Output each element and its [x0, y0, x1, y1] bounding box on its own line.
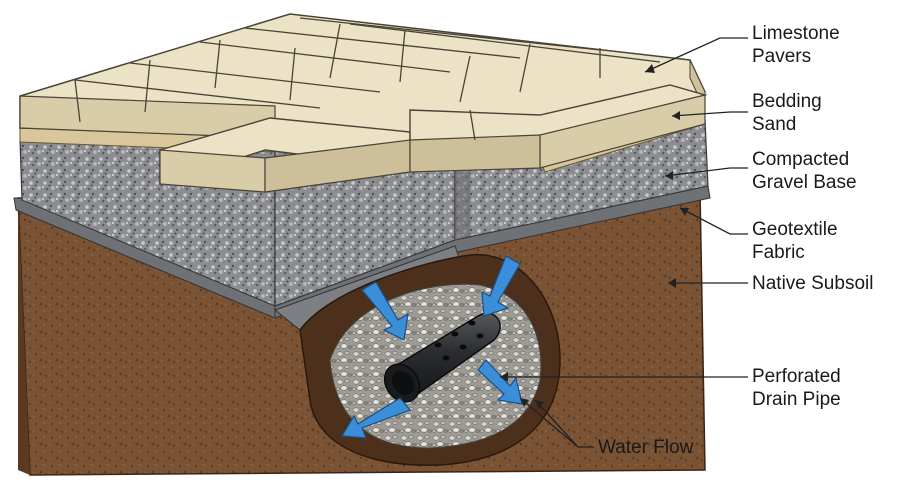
leader-lines — [500, 37, 748, 448]
label-compacted-gravel-base: Compacted Gravel Base — [752, 148, 857, 194]
label-water-flow: Water Flow — [598, 436, 693, 459]
leader-arrowhead — [665, 171, 673, 180]
leader-arrowhead — [500, 372, 508, 382]
leader-arrowhead — [520, 398, 529, 407]
label-compacted-gravel-base-line1: Compacted — [752, 149, 850, 170]
water-arrow-bottom-right — [477, 359, 523, 405]
label-water-flow-line1: Water Flow — [598, 437, 694, 458]
label-perforated-drain-pipe-line2: Drain Pipe — [752, 389, 841, 410]
label-geotextile-fabric-line2: Fabric — [752, 242, 805, 263]
leader-arrowhead — [535, 400, 544, 409]
leader-arrowhead — [645, 64, 655, 73]
leader-limestone-pavers — [644, 37, 748, 73]
label-native-subsoil-line1: Native Subsoil — [752, 273, 874, 294]
label-native-subsoil: Native Subsoil — [752, 272, 873, 295]
label-compacted-gravel-base-line2: Gravel Base — [752, 172, 857, 193]
water-arrow-top-left — [361, 281, 409, 341]
leader-arrowhead — [680, 208, 689, 216]
limestone-pavers-layer — [19, 13, 708, 193]
water-flow-arrows — [340, 255, 523, 439]
water-arrow-bottom-left — [340, 397, 412, 439]
leader-water-flow-b — [534, 399, 579, 448]
label-bedding-sand: Bedding Sand — [752, 90, 822, 136]
label-perforated-drain-pipe: Perforated Drain Pipe — [752, 365, 841, 411]
label-bedding-sand-line1: Bedding — [752, 91, 822, 112]
leader-geotextile-fabric — [679, 207, 748, 235]
leader-compacted-gravel — [664, 167, 748, 177]
label-geotextile-fabric: Geotextile Fabric — [752, 218, 838, 264]
label-bedding-sand-line2: Sand — [752, 114, 797, 135]
water-arrow-top-right — [481, 255, 521, 317]
label-limestone-pavers: Limestone Pavers — [752, 22, 840, 68]
label-limestone-pavers-line2: Pavers — [752, 46, 812, 67]
leader-arrowhead — [668, 278, 676, 288]
leader-arrowhead — [672, 111, 680, 120]
label-perforated-drain-pipe-line1: Perforated — [752, 366, 841, 387]
label-geotextile-fabric-line1: Geotextile — [752, 219, 838, 240]
perforated-drain-pipe — [383, 312, 501, 403]
leader-bedding-sand — [671, 111, 748, 117]
label-limestone-pavers-line1: Limestone — [752, 23, 840, 44]
